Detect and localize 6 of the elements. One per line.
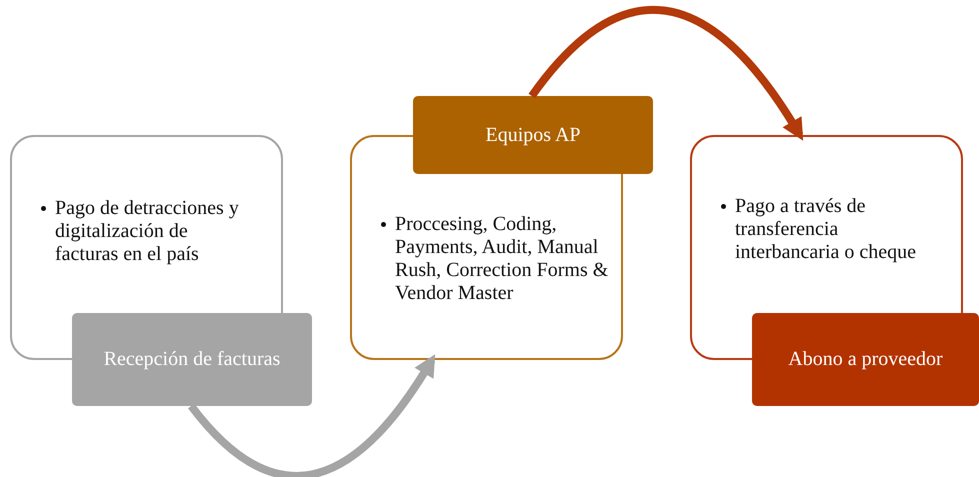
step-title: Abono a proveedor (752, 313, 979, 406)
bullet-text: Pago a través de transferencia interbancaria o cheque (735, 195, 918, 264)
step-title: Recepción de facturas (72, 313, 312, 406)
bullet-text: Pago de detracciones y digitalización de facturas en el país (55, 197, 240, 266)
step-title: Equipos AP (413, 96, 653, 174)
bullet-text: Proccesing, Coding, Payments, Audit, Manual Rush, Correction Forms & Vendor Master (395, 213, 610, 305)
